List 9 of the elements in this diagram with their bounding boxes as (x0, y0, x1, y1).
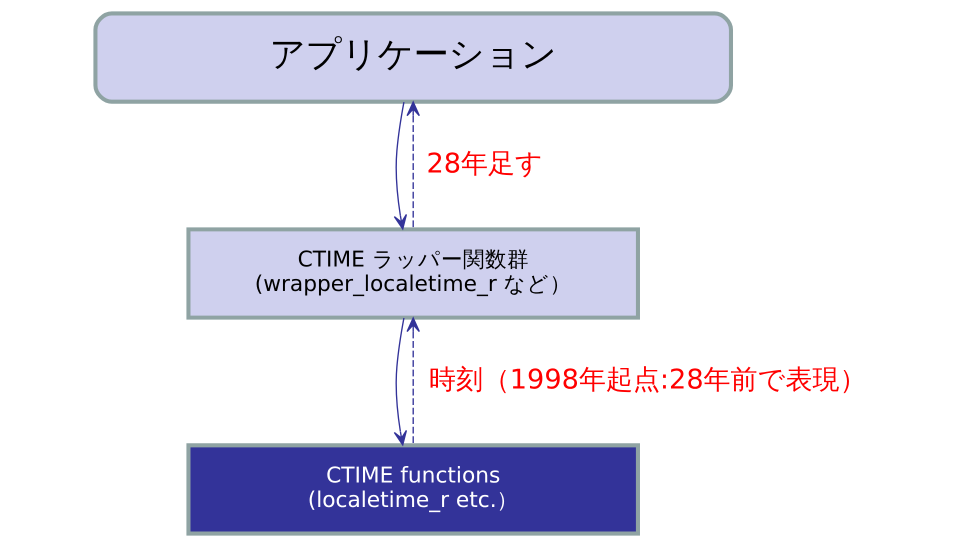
node-box: CTIME functions (localetime_r etc.） (186, 443, 640, 536)
node-box: アプリケーション (93, 11, 734, 104)
edge-label: 28年足す (426, 148, 544, 180)
arrow (394, 102, 408, 230)
node-box: CTIME ラッパー関数群 (wrapper_localetime_r など） (186, 227, 640, 320)
edge-label: 時刻（1998年起点:28年前で表現） (428, 364, 867, 396)
arrow (406, 101, 420, 230)
arrow (394, 318, 408, 446)
arrow (406, 317, 420, 445)
